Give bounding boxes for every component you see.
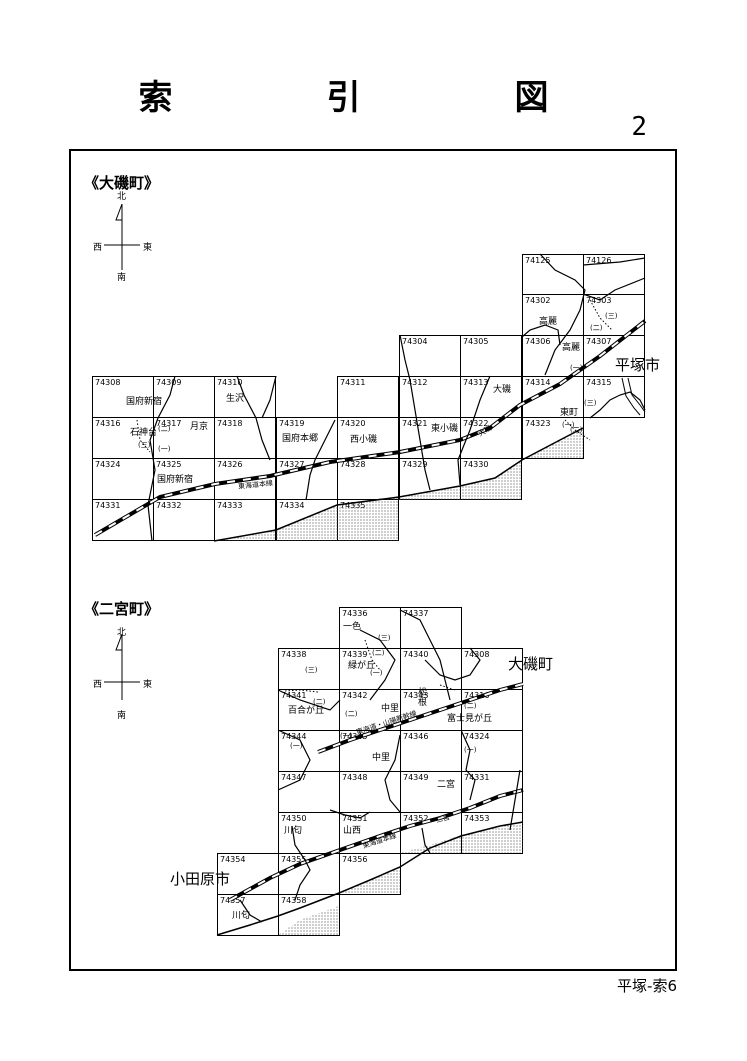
- svg-text:(一): (一): [158, 445, 171, 453]
- svg-text:(二): (二): [372, 649, 385, 657]
- compass-east-label: 東: [143, 243, 153, 253]
- page-footer: 平塚-索6: [617, 977, 677, 995]
- place-label: 大磯: [493, 385, 512, 395]
- place-label: 国府新宿: [157, 475, 194, 485]
- place-label: 東小磯: [431, 424, 459, 434]
- place-label: 二宮: [437, 780, 456, 790]
- sea-area: [214, 428, 583, 541]
- railway-line: [93, 319, 647, 537]
- place-label: 緑が丘: [348, 661, 376, 671]
- compass-south-label: 南: [117, 711, 127, 721]
- place-label: 高麗: [539, 317, 558, 327]
- compass-west-label: 西: [93, 243, 103, 253]
- place-label: 高麗: [562, 343, 581, 353]
- place-label: 川匂: [232, 911, 251, 921]
- coastline: [216, 821, 524, 936]
- svg-text:(一): (一): [464, 746, 477, 754]
- compass-north-label: 北: [117, 192, 127, 202]
- svg-text:(二): (二): [464, 702, 477, 710]
- svg-text:(二): (二): [570, 426, 583, 434]
- ninomiya-section-label: 《二宮町》: [84, 600, 160, 618]
- place-label: 月京: [190, 422, 209, 432]
- compass-north-label: 北: [117, 628, 127, 638]
- svg-text:(三): (三): [584, 399, 597, 407]
- place-label: 東町: [560, 408, 579, 418]
- place-label: 富士見が丘: [447, 714, 493, 724]
- place-label: 生沢: [226, 394, 245, 404]
- compass-west-label: 西: [93, 680, 103, 690]
- city-label: 平塚市: [615, 356, 661, 374]
- coastline: [213, 427, 584, 542]
- svg-text:(三): (三): [138, 441, 151, 449]
- place-label: 中里: [381, 704, 400, 714]
- sea-area: [400, 822, 523, 853]
- city-label: 大磯町: [508, 655, 554, 673]
- city-label: 小田原市: [170, 870, 231, 888]
- place-label: 国府新宿: [126, 397, 163, 407]
- place-label: 国府本郷: [282, 434, 319, 444]
- compass-south-label: 南: [117, 273, 127, 283]
- svg-text:(二): (二): [590, 324, 603, 332]
- svg-text:(二): (二): [158, 425, 171, 433]
- page-number: 2: [631, 112, 647, 142]
- place-label: 西小磯: [350, 435, 378, 445]
- map-frame: [69, 149, 677, 971]
- place-label: 松根: [418, 688, 428, 708]
- svg-text:(一): (一): [290, 742, 303, 750]
- svg-text:(一): (一): [570, 364, 583, 372]
- sea-area: [278, 906, 339, 935]
- svg-text:(一): (一): [340, 732, 353, 740]
- oiso-compass: [92, 190, 152, 280]
- svg-text:(三): (三): [305, 666, 318, 674]
- compass-rose-icon: [104, 633, 140, 700]
- place-label: 石神台: [130, 428, 158, 438]
- svg-text:(一): (一): [562, 421, 575, 429]
- place-label: 川匂: [284, 826, 303, 836]
- svg-text:(三): (三): [605, 312, 618, 320]
- oiso-section-label: 《大磯町》: [84, 174, 160, 192]
- svg-text:(一): (一): [370, 669, 383, 677]
- place-label: 中里: [372, 753, 391, 763]
- svg-text:(二): (二): [313, 698, 326, 706]
- compass-rose-icon: [104, 203, 140, 270]
- compass-east-label: 東: [143, 680, 153, 690]
- svg-text:(三): (三): [378, 634, 391, 642]
- ninomiya-compass: [92, 620, 152, 710]
- place-label: 一色: [343, 622, 362, 632]
- svg-text:(二): (二): [345, 710, 358, 718]
- place-label: 山西: [343, 826, 362, 836]
- place-label: 百合が丘: [288, 706, 325, 716]
- page-title: 索 引 図: [138, 78, 609, 118]
